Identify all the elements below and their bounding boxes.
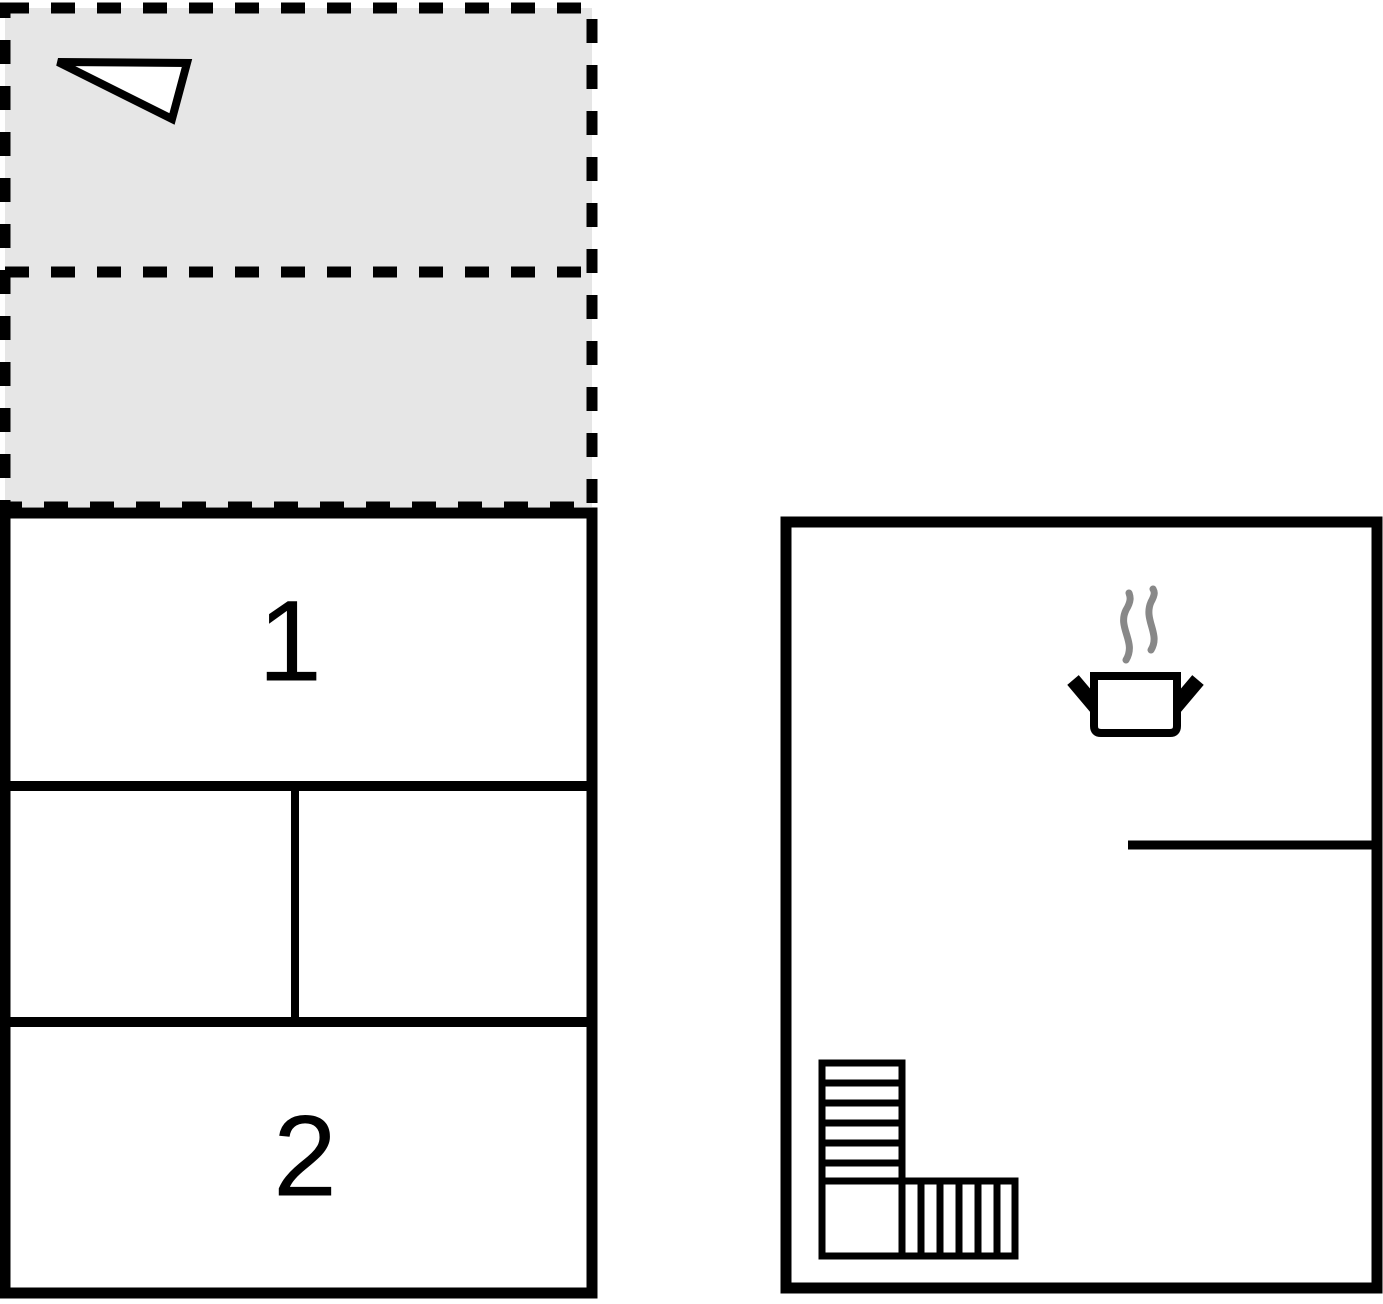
cooking-pot-body	[1090, 672, 1181, 737]
north-arrow	[56, 58, 193, 125]
room-number-1: 1	[258, 577, 322, 705]
terrace-fill	[5, 8, 592, 507]
left-building: 1 2	[0, 507, 598, 1299]
steam-line-left	[1120, 589, 1134, 664]
staircase-landing	[818, 1177, 906, 1260]
staircase	[818, 1059, 1019, 1260]
room-number-2: 2	[273, 1092, 337, 1220]
north-arrow-triangle	[56, 58, 193, 125]
terrace-dashed-outline	[0, 2, 598, 513]
right-building	[780, 516, 1383, 1294]
terrace-area	[0, 2, 598, 513]
steam-line-right	[1145, 585, 1158, 654]
cooking-pot-icon	[1067, 585, 1204, 737]
